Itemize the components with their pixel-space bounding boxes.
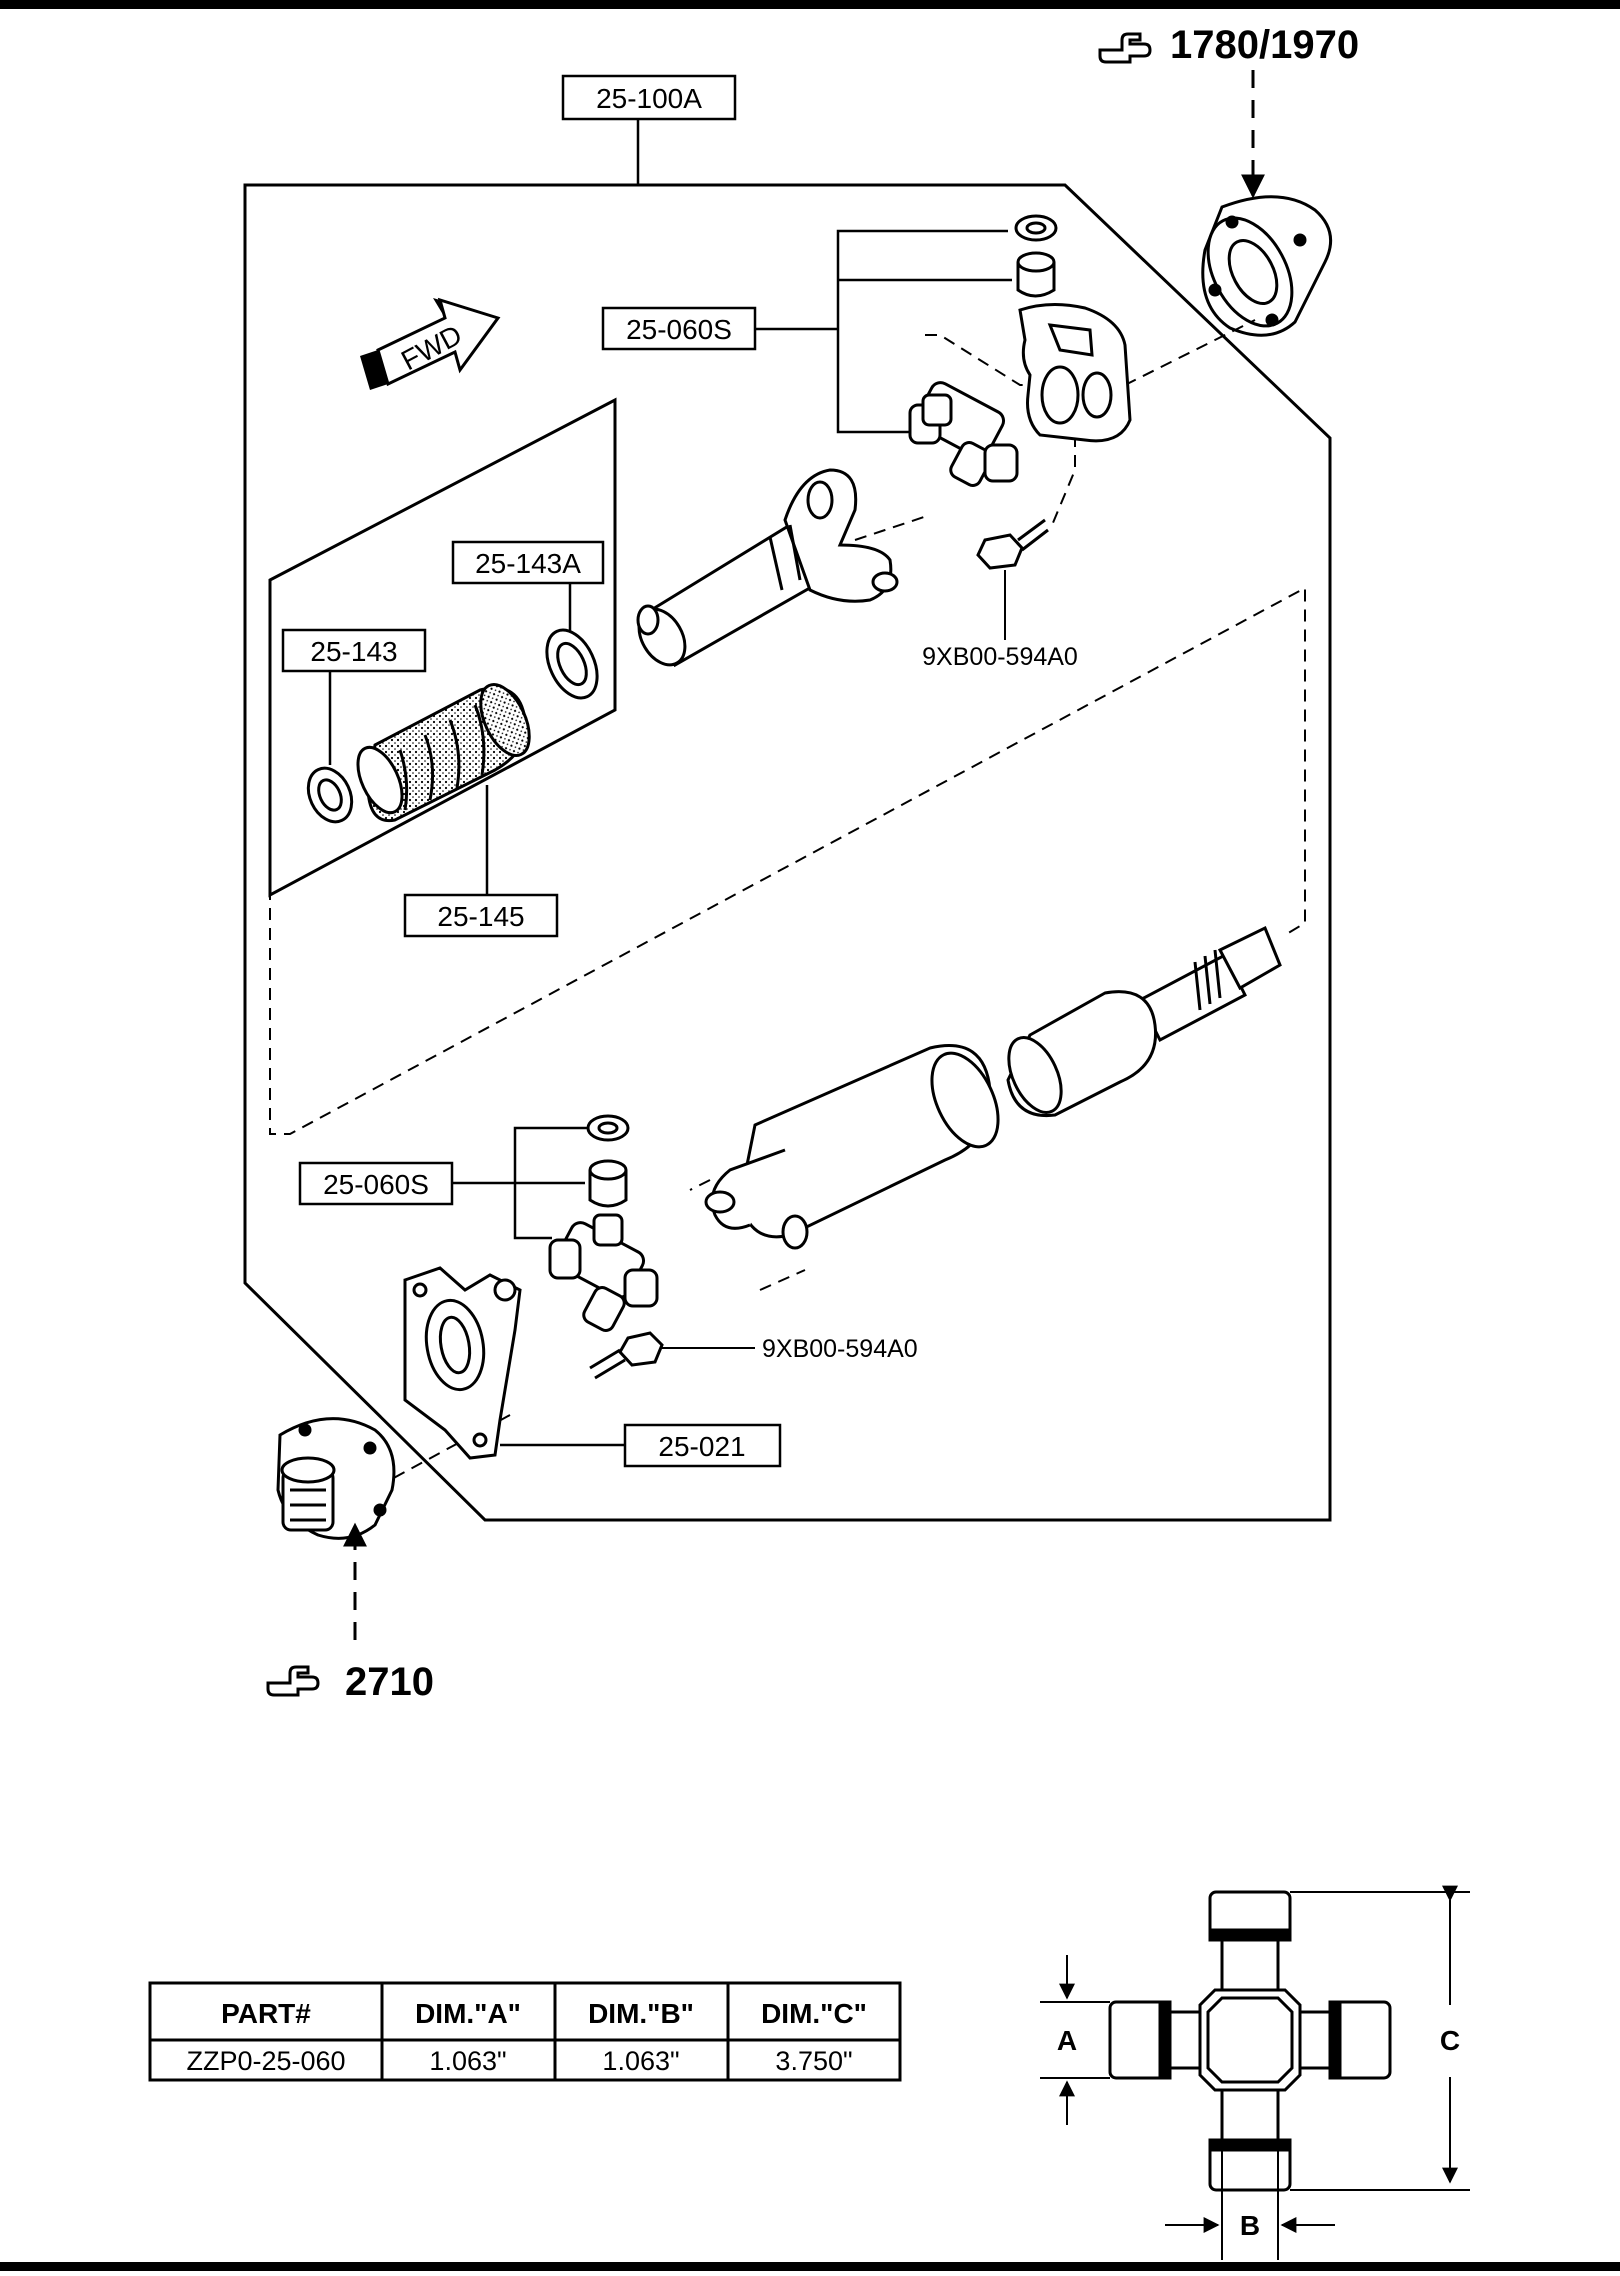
callout-assembly-label: 25-100A: [596, 83, 702, 114]
dim-c-label: C: [1440, 2025, 1460, 2056]
callout-boot-clamp-inner: 25-143: [281, 628, 427, 765]
dim-a-label: A: [1057, 2025, 1077, 2056]
bolt-rear: [589, 1331, 755, 1380]
companion-flange-rear: [276, 1417, 396, 1540]
callout-ujoint-front: 25-060S: [601, 229, 1012, 434]
table-cell-dim-b: 1.063": [602, 2046, 679, 2076]
callout-ujoint-rear-label: 25-060S: [323, 1169, 429, 1200]
callout-assembly: 25-100A: [561, 74, 737, 185]
pointing-hand-icon: [266, 1665, 320, 1697]
ref-bottom: 2710: [266, 1522, 434, 1704]
ujoint-dimension-figure: [1040, 1885, 1470, 2260]
snap-ring-front: [1014, 214, 1058, 242]
bearing-cup-rear: [588, 1159, 628, 1208]
ref-top-text: 1780/1970: [1170, 23, 1359, 67]
callout-boot-clamp-inner-label: 25-143: [310, 636, 397, 667]
table-cell-dim-a: 1.063": [429, 2046, 506, 2076]
callout-boot-kit: 25-145: [403, 785, 559, 938]
ref-top: 1780/1970: [1098, 23, 1359, 199]
bearing-cup-front: [1016, 251, 1056, 298]
table-header-dim-a: DIM."A": [415, 1998, 521, 2029]
center-bearing: [403, 1266, 522, 1460]
rear-shaft-tube: [704, 1044, 1000, 1250]
table-cell-dim-c: 3.750": [775, 2046, 852, 2076]
table-cell-part: ZZP0-25-060: [186, 2046, 345, 2076]
table-header-dim-b: DIM."B": [588, 1998, 694, 2029]
pointing-hand-icon: [1098, 32, 1152, 64]
assembly-frame: [243, 183, 1332, 1522]
boot-kit-frame: [268, 397, 617, 898]
spec-table: [148, 1981, 902, 2082]
top-border: [0, 0, 1620, 9]
clamp-ring-outer: [545, 628, 599, 700]
callout-center-bearing: 25-021: [500, 1423, 782, 1468]
callout-ujoint-front-label: 25-060S: [626, 314, 732, 345]
callout-bolt-front-label: 9XB00-594A0: [922, 643, 1078, 671]
dim-b-label: B: [1240, 2210, 1260, 2241]
callout-center-bearing-label: 25-021: [658, 1431, 745, 1462]
slip-yoke-shaft: [636, 468, 899, 668]
flange-yoke-front: [1018, 302, 1132, 443]
tube-sleeve: [1006, 990, 1158, 1118]
table-header-part: PART#: [221, 1998, 311, 2029]
spider-cross-front: [908, 381, 1019, 487]
callout-boot-kit-label: 25-145: [437, 901, 524, 932]
companion-flange-front: [1201, 195, 1333, 337]
callout-bolt-rear-label: 9XB00-594A0: [762, 1335, 918, 1363]
splined-stub: [1138, 925, 1282, 1043]
bolt-front: [976, 518, 1049, 640]
fwd-arrow-icon: FWD: [360, 297, 501, 390]
boot: [356, 683, 531, 823]
ref-bottom-text: 2710: [345, 1660, 434, 1704]
clamp-ring-inner: [306, 766, 354, 824]
callout-boot-clamp-outer-label: 25-143A: [475, 548, 581, 579]
table-header-dim-c: DIM."C": [761, 1998, 867, 2029]
bottom-border: [0, 2262, 1620, 2271]
spider-cross-rear: [548, 1213, 659, 1332]
callout-boot-clamp-outer: 25-143A: [451, 540, 605, 632]
callout-ujoint-rear: 25-060S: [298, 1126, 588, 1240]
snap-ring-rear: [586, 1114, 630, 1142]
